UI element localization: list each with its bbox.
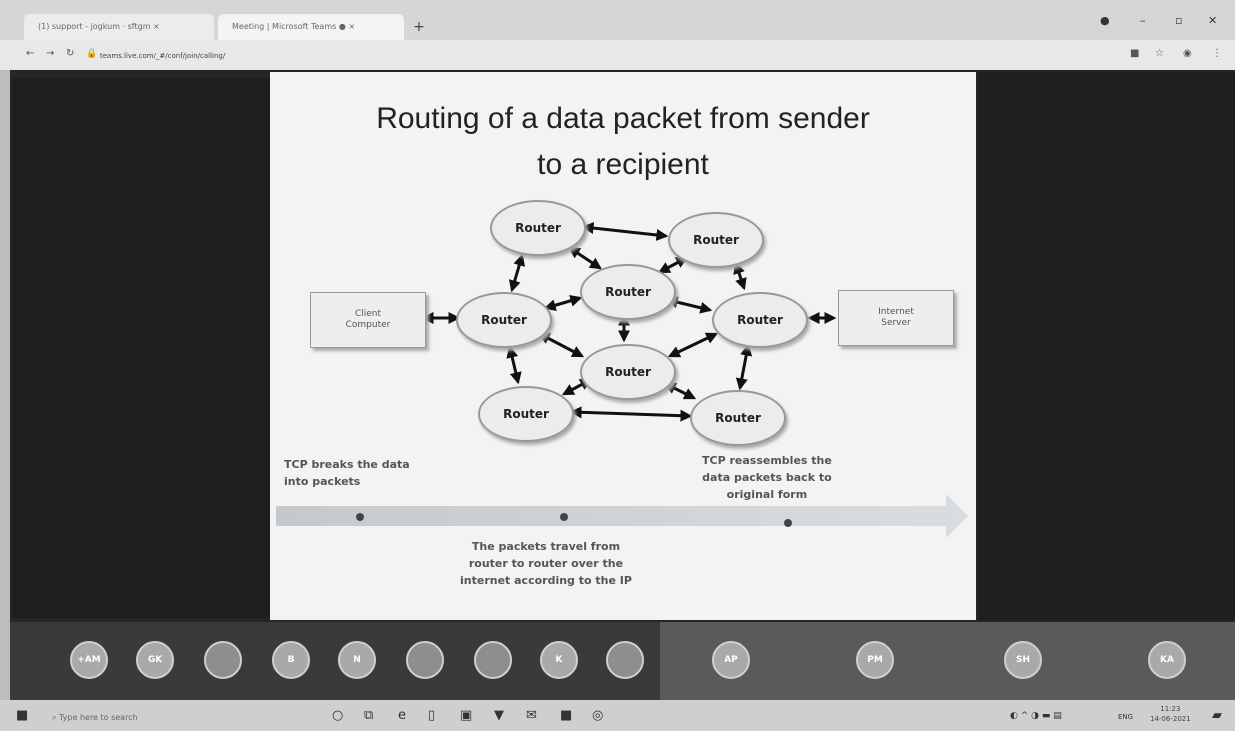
system-tray-icons[interactable]: ◐ ^ ◑ ▬ ▤	[1010, 711, 1062, 721]
router-1: Router	[490, 200, 586, 256]
clock-time: 11:23	[1160, 705, 1181, 713]
search-icon: ⌕	[52, 713, 60, 722]
cortana-icon[interactable]: ○	[332, 708, 344, 723]
taskbar-clock[interactable]: 11:23 14-06-2021	[1150, 704, 1191, 724]
task-view-icon[interactable]: ⧉	[364, 708, 374, 723]
video-tile-left	[12, 78, 270, 618]
participant-avatar[interactable]: PM	[856, 641, 894, 679]
participants-bar-right	[660, 622, 1235, 700]
participant-avatar[interactable]: B	[272, 641, 310, 679]
link-r6-r8	[663, 382, 697, 400]
router-7: Router	[478, 386, 574, 442]
stage-marker-3	[784, 519, 792, 527]
shared-slide: Routing of a data packet from sender to …	[270, 72, 976, 620]
link-r1-r7	[506, 345, 522, 385]
stage-marker-2	[560, 513, 568, 521]
router-8: Router	[690, 390, 786, 446]
forward-icon[interactable]: →	[46, 48, 55, 59]
router-5: Router	[712, 292, 808, 348]
new-tab-button[interactable]: +	[413, 19, 425, 35]
video-tile-right	[978, 72, 1235, 620]
profile-icon[interactable]: ●	[1100, 14, 1110, 27]
participant-avatar[interactable]	[406, 641, 444, 679]
router-label: Router	[605, 285, 651, 299]
router-label: Router	[737, 313, 783, 327]
router-2: Router	[668, 212, 764, 268]
notification-icon[interactable]: ▰	[1212, 708, 1222, 723]
router-label: Router	[693, 233, 739, 247]
edge-icon[interactable]: e	[398, 708, 406, 723]
internet-server-label: Internet Server	[878, 307, 914, 328]
url-text[interactable]: teams.live.com/_#/conf/join/calling/	[100, 52, 226, 60]
client-computer-label: Client Computer	[345, 309, 391, 330]
maximize-icon[interactable]: ▫	[1175, 14, 1183, 27]
browser-tab-teams[interactable]: Meeting | Microsoft Teams ● ×	[218, 14, 404, 40]
minimize-icon[interactable]: –	[1140, 14, 1146, 27]
reload-icon[interactable]: ↻	[66, 48, 75, 59]
link-r2-r4	[568, 246, 602, 270]
participant-avatar[interactable]: +AM	[70, 641, 108, 679]
star-icon[interactable]: ☆	[1155, 48, 1164, 59]
link-r3-r4	[657, 256, 689, 274]
extension-icon[interactable]: ■	[1130, 48, 1140, 59]
router-label: Router	[503, 407, 549, 421]
note-tcp-breaks: TCP breaks the data into packets	[284, 458, 410, 488]
link-r7-r8	[569, 406, 693, 422]
router-label: Router	[481, 313, 527, 327]
participant-avatar[interactable]: SH	[1004, 641, 1042, 679]
windows-start-icon[interactable]: ■	[16, 708, 29, 723]
client-computer-box: Client Computer	[310, 292, 426, 348]
link-r1-r6	[537, 332, 585, 358]
participant-avatar[interactable]	[606, 641, 644, 679]
router-label: Router	[715, 411, 761, 425]
terminal-icon[interactable]: ■	[560, 708, 573, 723]
language-indicator[interactable]: ENG	[1118, 713, 1134, 721]
mail-icon[interactable]: ✉	[526, 708, 537, 723]
internet-server-box: Internet Server	[838, 290, 954, 346]
account-icon[interactable]: ◉	[1183, 48, 1192, 59]
participant-avatar[interactable]: GK	[136, 641, 174, 679]
link-r5-r8	[735, 343, 753, 391]
stage-marker-1	[356, 513, 364, 521]
router-6: Router	[580, 344, 676, 400]
note-tcp-reassembles: TCP reassembles the data packets back to…	[702, 454, 832, 501]
slide-title-line1: Routing of a data packet from sender	[376, 102, 870, 135]
address-bar	[0, 40, 1235, 70]
taskbar-search[interactable]: ⌕ Type here to search	[52, 708, 312, 728]
search-placeholder: Type here to search	[59, 713, 138, 722]
slide-title: Routing of a data packet from sender to …	[270, 96, 976, 188]
lock-icon: 🔒	[86, 49, 98, 59]
browser-tab-support[interactable]: (1) support - jogkum · sftgm ×	[24, 14, 214, 40]
back-icon[interactable]: ←	[26, 48, 35, 59]
close-icon[interactable]: ✕	[1208, 14, 1218, 27]
link-r1-r4	[543, 294, 583, 312]
participant-avatar[interactable]: KA	[1148, 641, 1186, 679]
participant-avatar[interactable]	[204, 641, 242, 679]
windows-taskbar	[0, 700, 1235, 731]
link-r6-r5	[667, 332, 719, 358]
pinned-app-icon[interactable]: ▯	[428, 708, 436, 723]
link-r4-r5	[665, 296, 713, 314]
router-3: Router	[580, 264, 676, 320]
menu-icon[interactable]: ⋮	[1212, 48, 1222, 59]
router-label: Router	[605, 365, 651, 379]
shield-app-icon[interactable]: ▼	[494, 708, 504, 723]
participant-avatar[interactable]	[474, 641, 512, 679]
store-icon[interactable]: ▣	[460, 708, 473, 723]
process-arrow	[276, 494, 968, 538]
chrome-icon[interactable]: ◎	[592, 708, 604, 723]
note-packets-travel: The packets travel from router to router…	[460, 540, 632, 587]
participant-avatar[interactable]: N	[338, 641, 376, 679]
router-4: Router	[456, 292, 552, 348]
clock-date: 14-06-2021	[1150, 715, 1191, 723]
participant-avatar[interactable]: K	[540, 641, 578, 679]
router-label: Router	[515, 221, 561, 235]
link-r3-r5	[733, 261, 747, 291]
participant-avatar[interactable]: AP	[712, 641, 750, 679]
slide-title-line2: to a recipient	[537, 148, 709, 181]
link-r1-r2	[508, 253, 526, 293]
network-diagram	[276, 222, 968, 538]
link-r2-r3	[581, 222, 669, 241]
